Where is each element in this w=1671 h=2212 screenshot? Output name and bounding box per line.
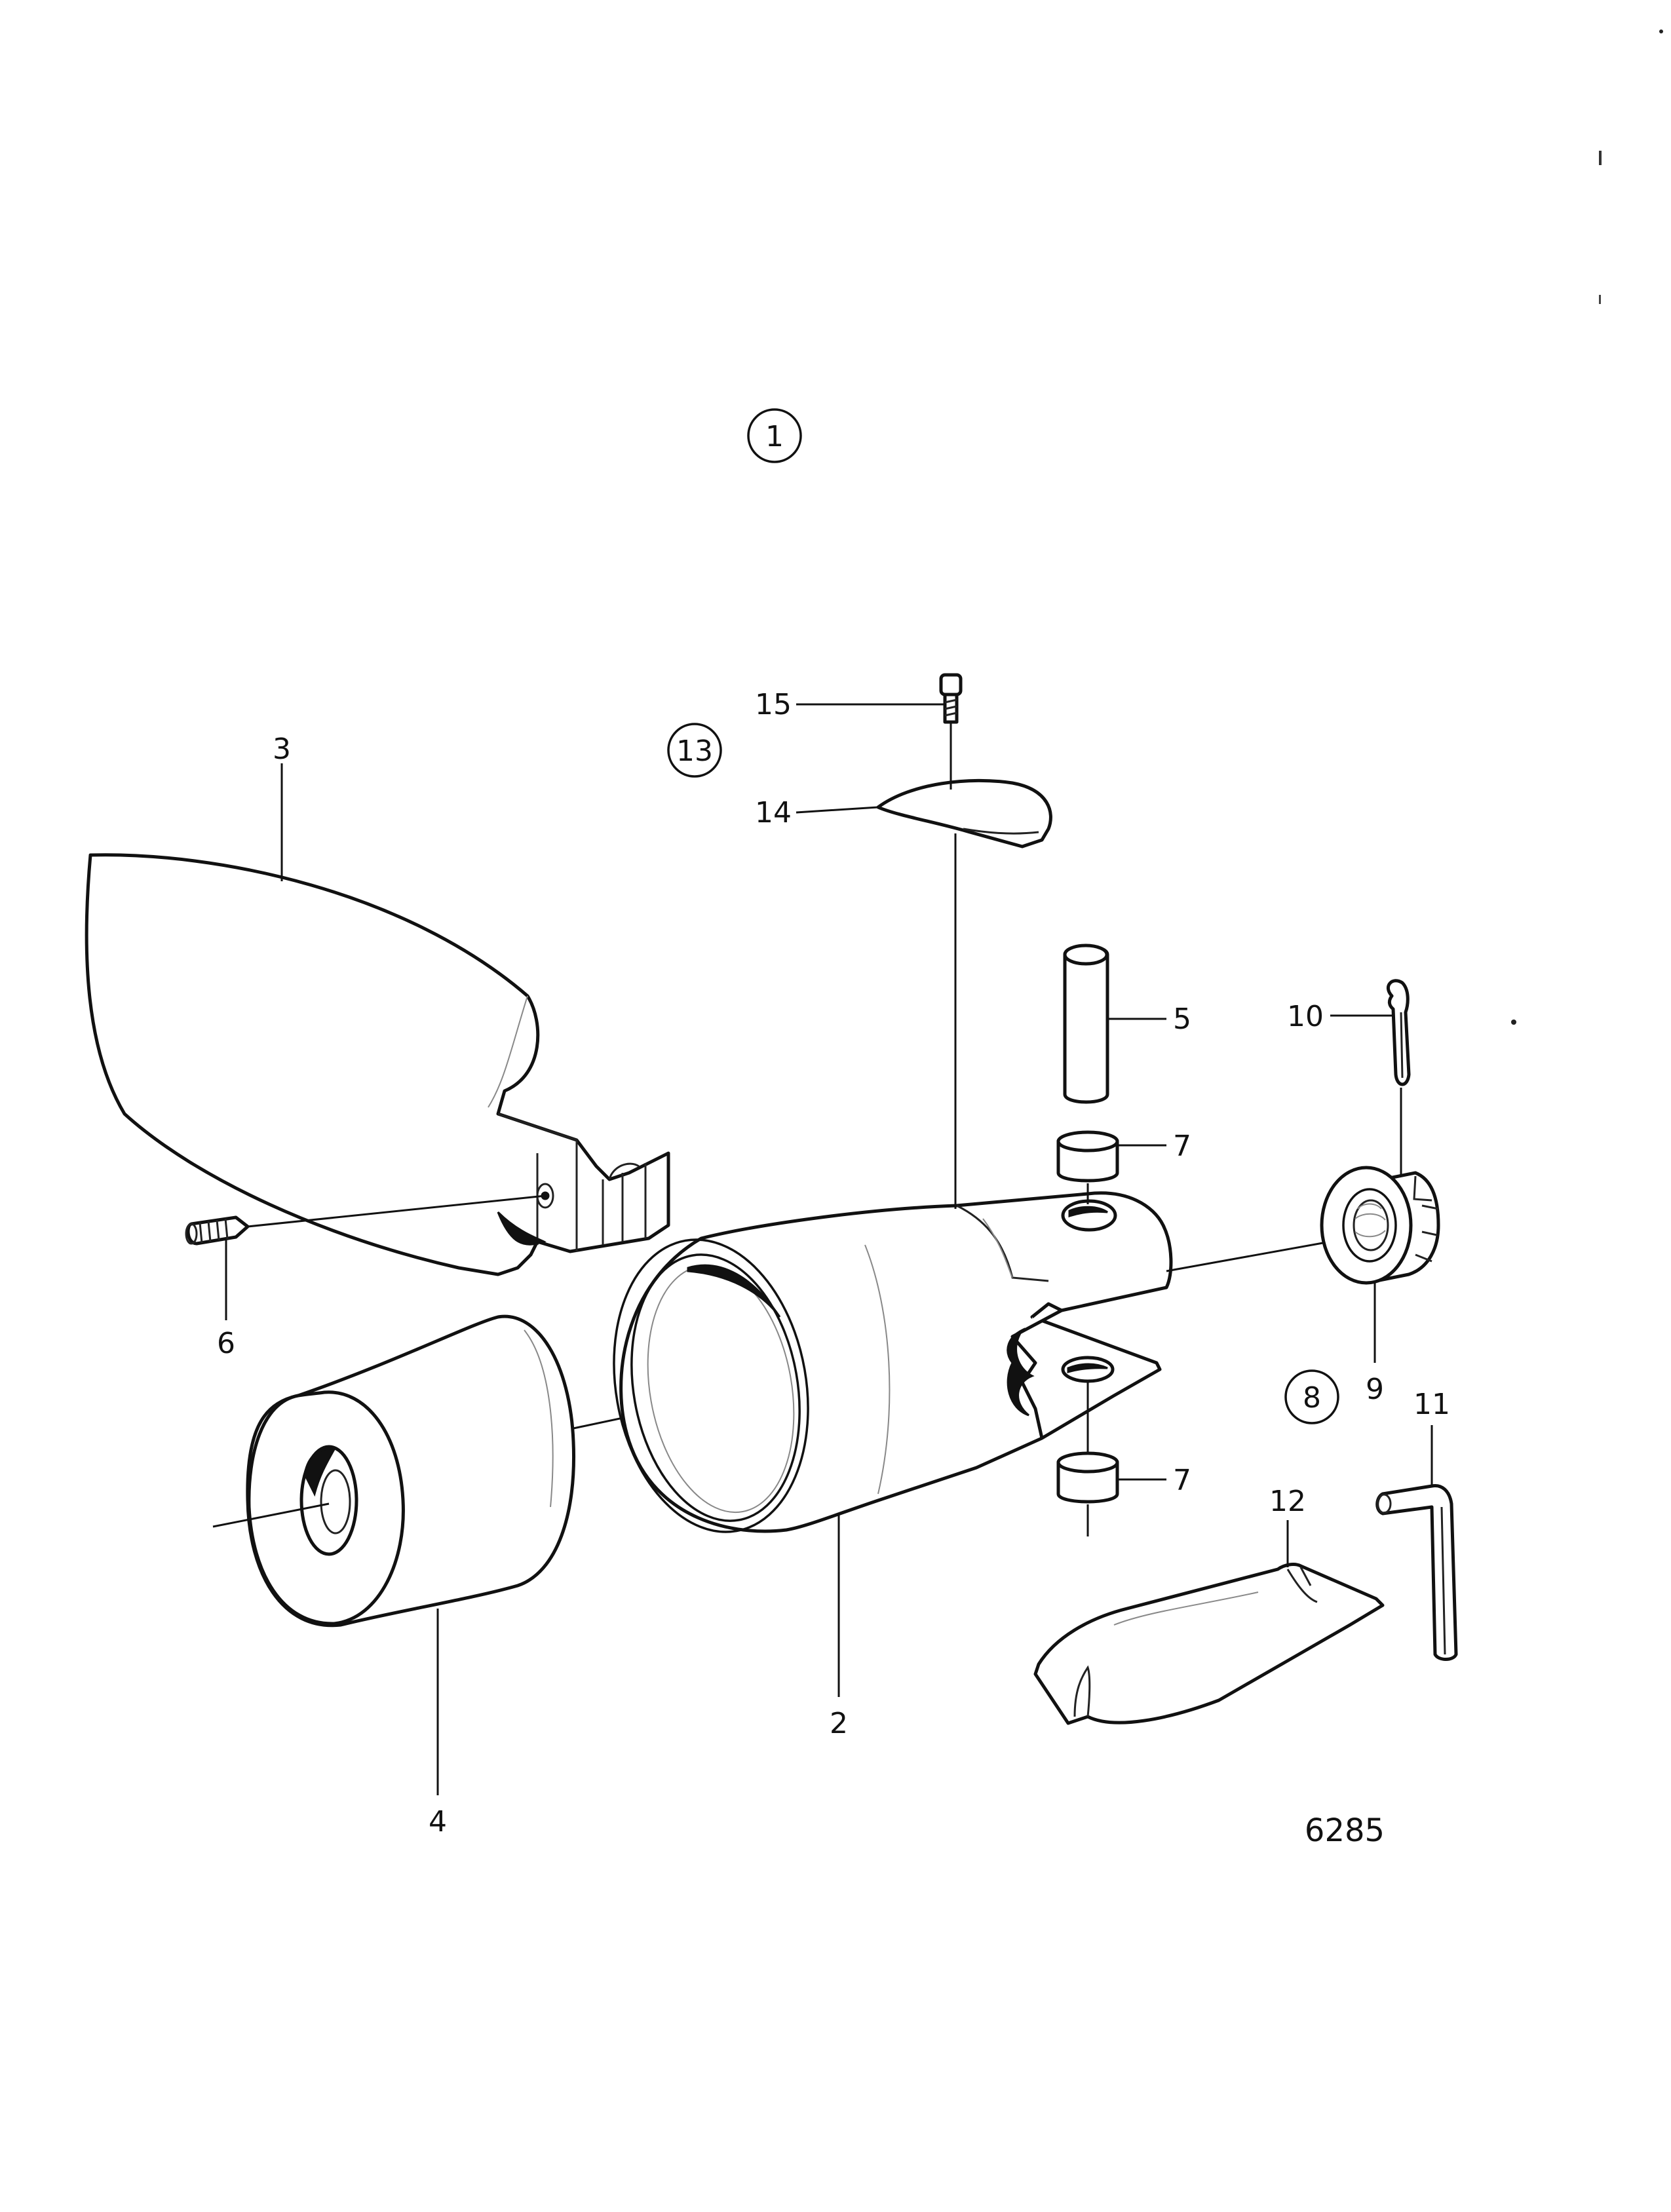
part-label-9: 9 (1366, 1373, 1384, 1406)
drawing-number: 6285 (1305, 1812, 1385, 1849)
grease-tube-part (1033, 1563, 1385, 1725)
part-label-6: 6 (217, 1327, 235, 1360)
svg-text:1: 1 (765, 420, 784, 453)
part-label-11: 11 (1413, 1388, 1450, 1421)
group-marker-1: 1 (747, 408, 802, 463)
group-marker-13: 13 (667, 723, 722, 778)
split-pin-part (1386, 979, 1411, 1179)
svg-text:8: 8 (1303, 1381, 1321, 1415)
part-label-3: 3 (273, 733, 291, 766)
group-marker-8: 8 (1284, 1369, 1339, 1424)
part-label-10: 10 (1287, 1000, 1324, 1033)
part-label-7-upper: 7 (1173, 1130, 1191, 1163)
part-label-5: 5 (1173, 1002, 1191, 1036)
part-label-4: 4 (429, 1805, 447, 1839)
set-screw-part (185, 1194, 546, 1246)
svg-text:13: 13 (676, 734, 713, 768)
cover-cap-part (876, 778, 1052, 849)
part-label-2: 2 (830, 1707, 848, 1740)
pivot-pin-part (1063, 944, 1109, 1104)
hex-key-part (1375, 1483, 1458, 1661)
castle-nut-part (1320, 1166, 1440, 1285)
lower-sleeve-bushing-part (1056, 1382, 1119, 1536)
part-label-7-lower: 7 (1173, 1464, 1191, 1497)
part-label-14: 14 (755, 796, 792, 830)
rudder-housing-part (613, 1191, 1173, 1533)
scan-specks (1511, 29, 1663, 1025)
bushing-axis-line (212, 1502, 330, 1528)
leader-14 (796, 806, 879, 814)
cap-screw-part (939, 673, 963, 1209)
upper-sleeve-bushing-part (1056, 1130, 1119, 1204)
bushing-cylinder-part (246, 1314, 576, 1628)
leader-lines (225, 703, 1433, 1795)
part-label-15: 15 (755, 688, 792, 721)
housing-axis-line (1166, 1240, 1331, 1272)
rudder-blade-part (85, 853, 670, 1276)
part-label-12: 12 (1269, 1485, 1306, 1518)
